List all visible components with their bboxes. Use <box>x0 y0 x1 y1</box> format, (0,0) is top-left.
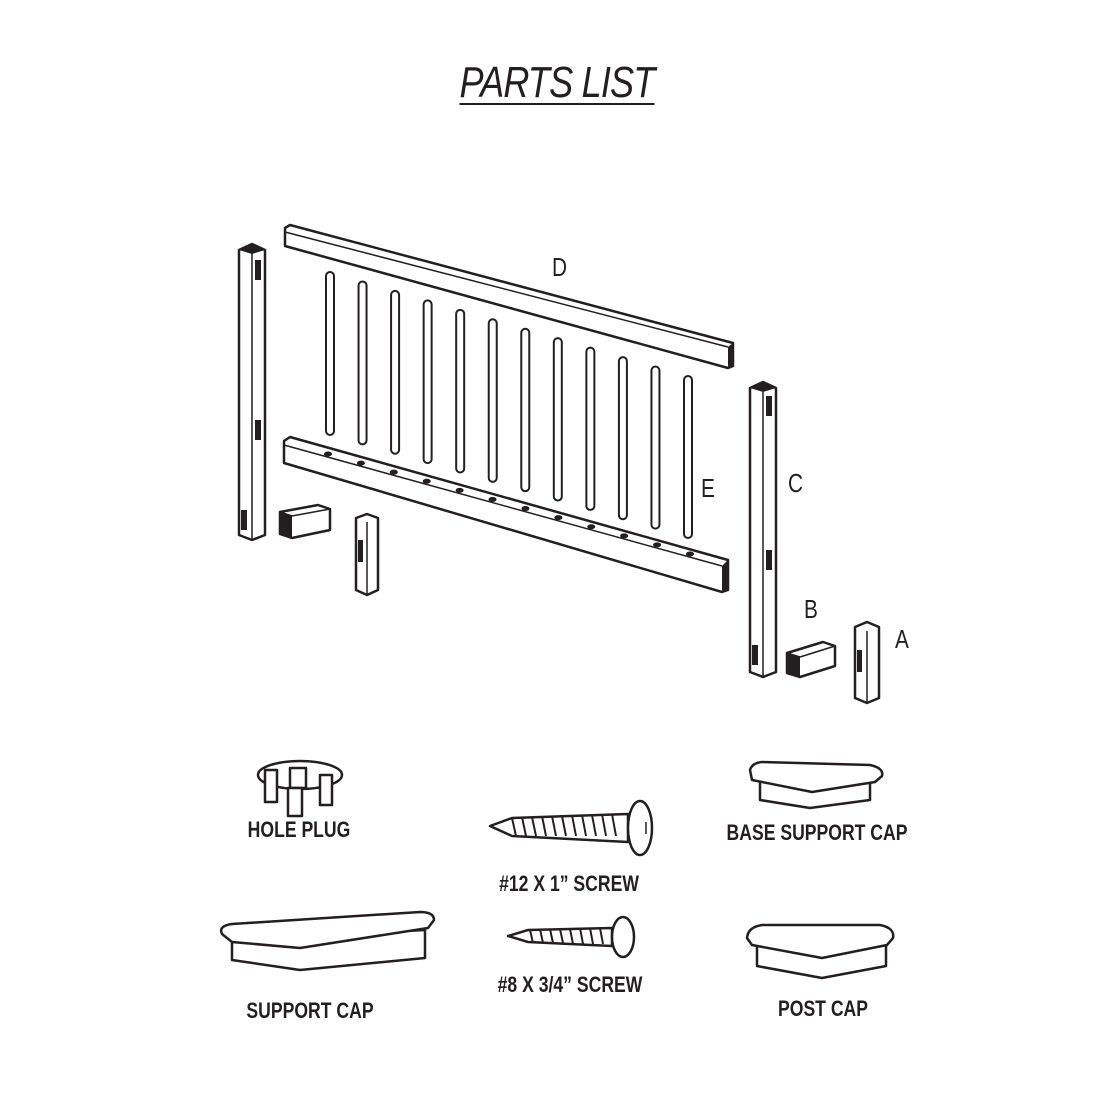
baluster <box>650 365 661 530</box>
baluster <box>683 375 693 539</box>
baluster <box>520 327 531 493</box>
baluster <box>325 271 335 436</box>
hole-plug-icon <box>256 759 344 818</box>
baluster <box>585 346 596 511</box>
rail-hole <box>620 533 629 539</box>
base-post-a <box>853 620 881 705</box>
baluster <box>390 289 401 455</box>
rail-hole <box>554 515 563 521</box>
rail-hole <box>324 451 332 457</box>
screw-12-icon <box>488 799 654 857</box>
post-cap-label: POST CAP <box>778 996 868 1021</box>
base-block-b <box>785 640 837 679</box>
rail-hole <box>686 551 694 557</box>
base-support-cap-icon <box>748 760 884 810</box>
rail-hole <box>587 524 596 530</box>
baluster <box>552 337 563 502</box>
left-base-post <box>354 512 380 597</box>
rail-hole <box>422 478 431 484</box>
bottom-rail-e <box>282 435 730 594</box>
label-b: B <box>804 594 818 624</box>
hole-plug-label: HOLE PLUG <box>247 817 351 842</box>
rail-hole <box>356 460 365 466</box>
screw-12-label: #12 X 1” SCREW <box>499 871 639 896</box>
balusters <box>325 271 693 539</box>
label-d: D <box>552 252 568 282</box>
label-e: E <box>701 473 715 503</box>
rail-hole <box>521 506 530 512</box>
label-c: C <box>788 468 804 498</box>
support-cap-label: SUPPORT CAP <box>246 998 374 1023</box>
screw-8-label: #8 X 3/4” SCREW <box>497 972 643 997</box>
rail-hole <box>488 496 497 502</box>
rail-hole <box>455 487 464 493</box>
base-support-cap-label: BASE SUPPORT CAP <box>726 820 908 845</box>
rail-holes <box>324 451 694 557</box>
right-post-c <box>748 380 778 679</box>
baluster <box>617 356 628 521</box>
screw-8-icon <box>506 915 636 959</box>
page-title: PARTS LIST <box>459 58 656 107</box>
label-a: A <box>895 624 909 654</box>
baluster <box>357 280 368 446</box>
baluster <box>487 318 498 483</box>
left-base-block <box>278 503 332 540</box>
baluster <box>455 308 466 474</box>
rail-hole <box>389 469 398 475</box>
support-cap-icon <box>219 910 436 972</box>
rail-hole <box>653 542 662 548</box>
top-rail-d <box>283 223 735 370</box>
post-cap-icon <box>745 923 895 980</box>
baluster <box>422 299 433 465</box>
left-post <box>237 242 267 542</box>
